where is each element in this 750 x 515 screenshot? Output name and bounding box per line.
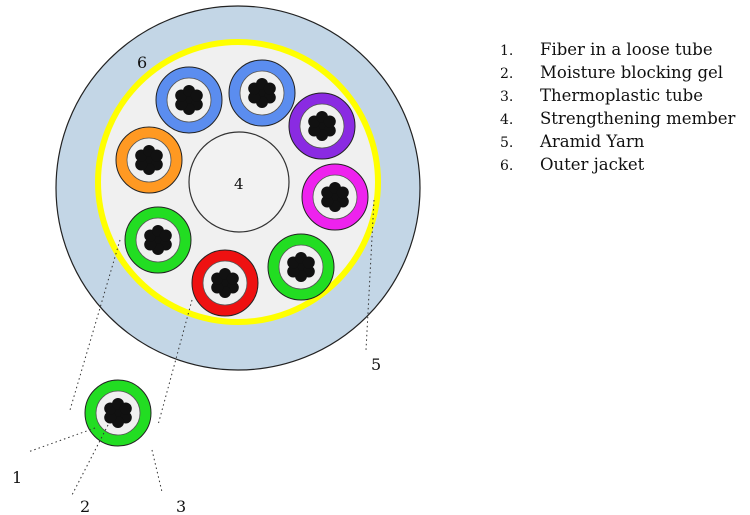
legend-label: Outer jacket — [540, 155, 645, 174]
leader-lines — [27, 199, 375, 496]
green-loose-tube — [267, 233, 335, 301]
magenta-loose-tube — [301, 163, 369, 231]
callout-2: 2 — [80, 497, 90, 515]
legend-number: 5. — [500, 135, 514, 151]
loose-tubes — [115, 59, 369, 317]
orange-loose-tube — [115, 126, 183, 194]
legend-item-5: 5. Aramid Yarn — [500, 132, 644, 153]
legend-number: 1. — [500, 43, 514, 59]
legend-number: 4. — [500, 112, 514, 128]
violet-loose-tube — [288, 92, 356, 160]
callout-5: 5 — [371, 355, 381, 374]
legend-number: 6. — [500, 158, 514, 174]
legend-label: Moisture blocking gel — [540, 63, 724, 82]
detail-loose-tube — [84, 379, 152, 447]
legend-item-1: 1. Fiber in a loose tube — [500, 40, 713, 61]
blue-loose-tube — [228, 59, 296, 127]
leader-line-callout-1 — [27, 427, 96, 453]
red-loose-tube — [191, 249, 259, 317]
fiber-bundle — [308, 111, 336, 141]
green-loose-tube — [84, 379, 152, 447]
callout-3: 3 — [176, 497, 186, 515]
strengthening-member — [188, 131, 290, 233]
blue-loose-tube — [155, 66, 223, 134]
fiber-bundle — [144, 225, 172, 255]
legend-item-6: 6. Outer jacket — [500, 155, 644, 176]
fiber-bundle — [135, 145, 163, 175]
legend-number: 2. — [500, 66, 514, 82]
green-loose-tube — [124, 206, 192, 274]
legend-item-3: 3. Thermoplastic tube — [500, 86, 703, 107]
legend-label: Fiber in a loose tube — [540, 40, 713, 59]
legend-item-4: 4. Strengthening member — [500, 109, 735, 130]
fiber-bundle — [321, 182, 349, 212]
legend-item-2: 2. Moisture blocking gel — [500, 63, 723, 84]
fiber-bundle — [248, 78, 276, 108]
leader-line-callout-3 — [151, 449, 163, 493]
fiber-bundle — [104, 398, 132, 428]
legend-label: Thermoplastic tube — [540, 86, 703, 105]
callout-4: 4 — [234, 175, 244, 193]
legend-number: 3. — [500, 89, 514, 105]
fiber-bundle — [175, 85, 203, 115]
fiber-bundle — [287, 252, 315, 282]
legend-label: Aramid Yarn — [540, 132, 645, 151]
callout-1: 1 — [12, 468, 22, 487]
callout-6: 6 — [137, 53, 147, 72]
fiber-bundle — [211, 268, 239, 298]
legend-label: Strengthening member — [540, 109, 736, 128]
